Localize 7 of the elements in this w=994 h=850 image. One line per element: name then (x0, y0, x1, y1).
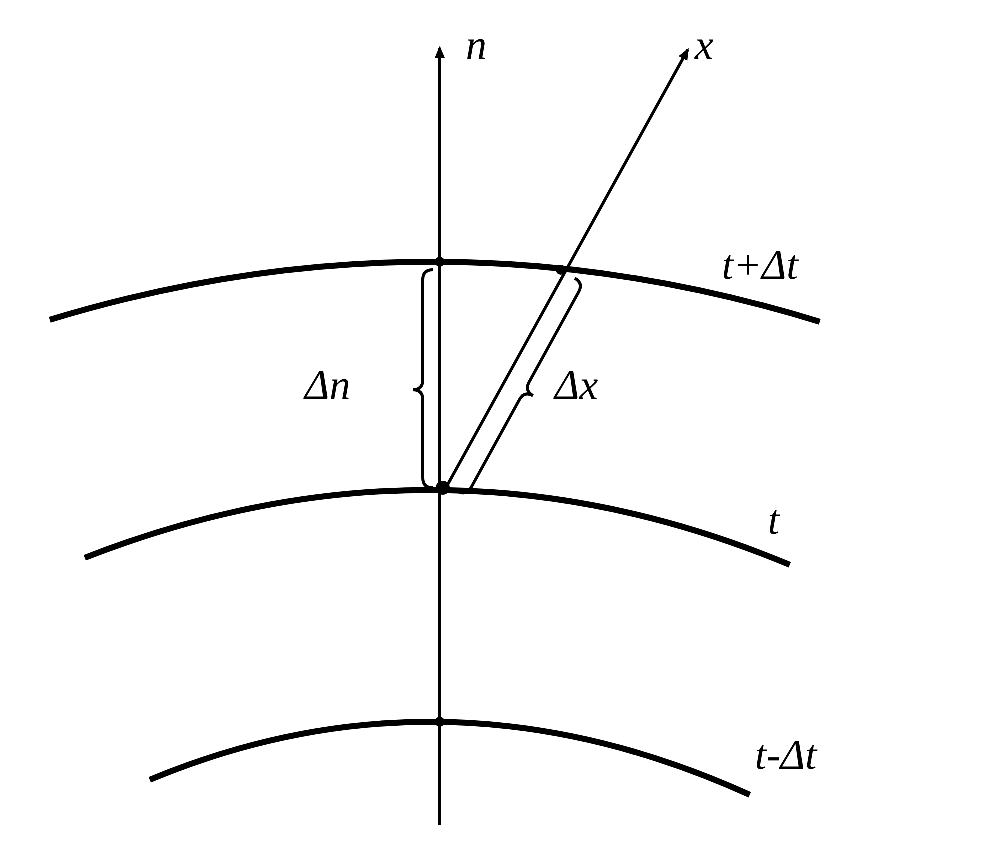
dimension-label: Δx (555, 365, 598, 407)
curve-label: t+Δt (722, 245, 798, 287)
curve-label: t (768, 500, 780, 542)
axis-label: n (466, 25, 487, 67)
curve-label: t-Δt (755, 735, 817, 777)
axis-label: x (695, 25, 714, 67)
dimension-label: Δn (305, 365, 351, 407)
